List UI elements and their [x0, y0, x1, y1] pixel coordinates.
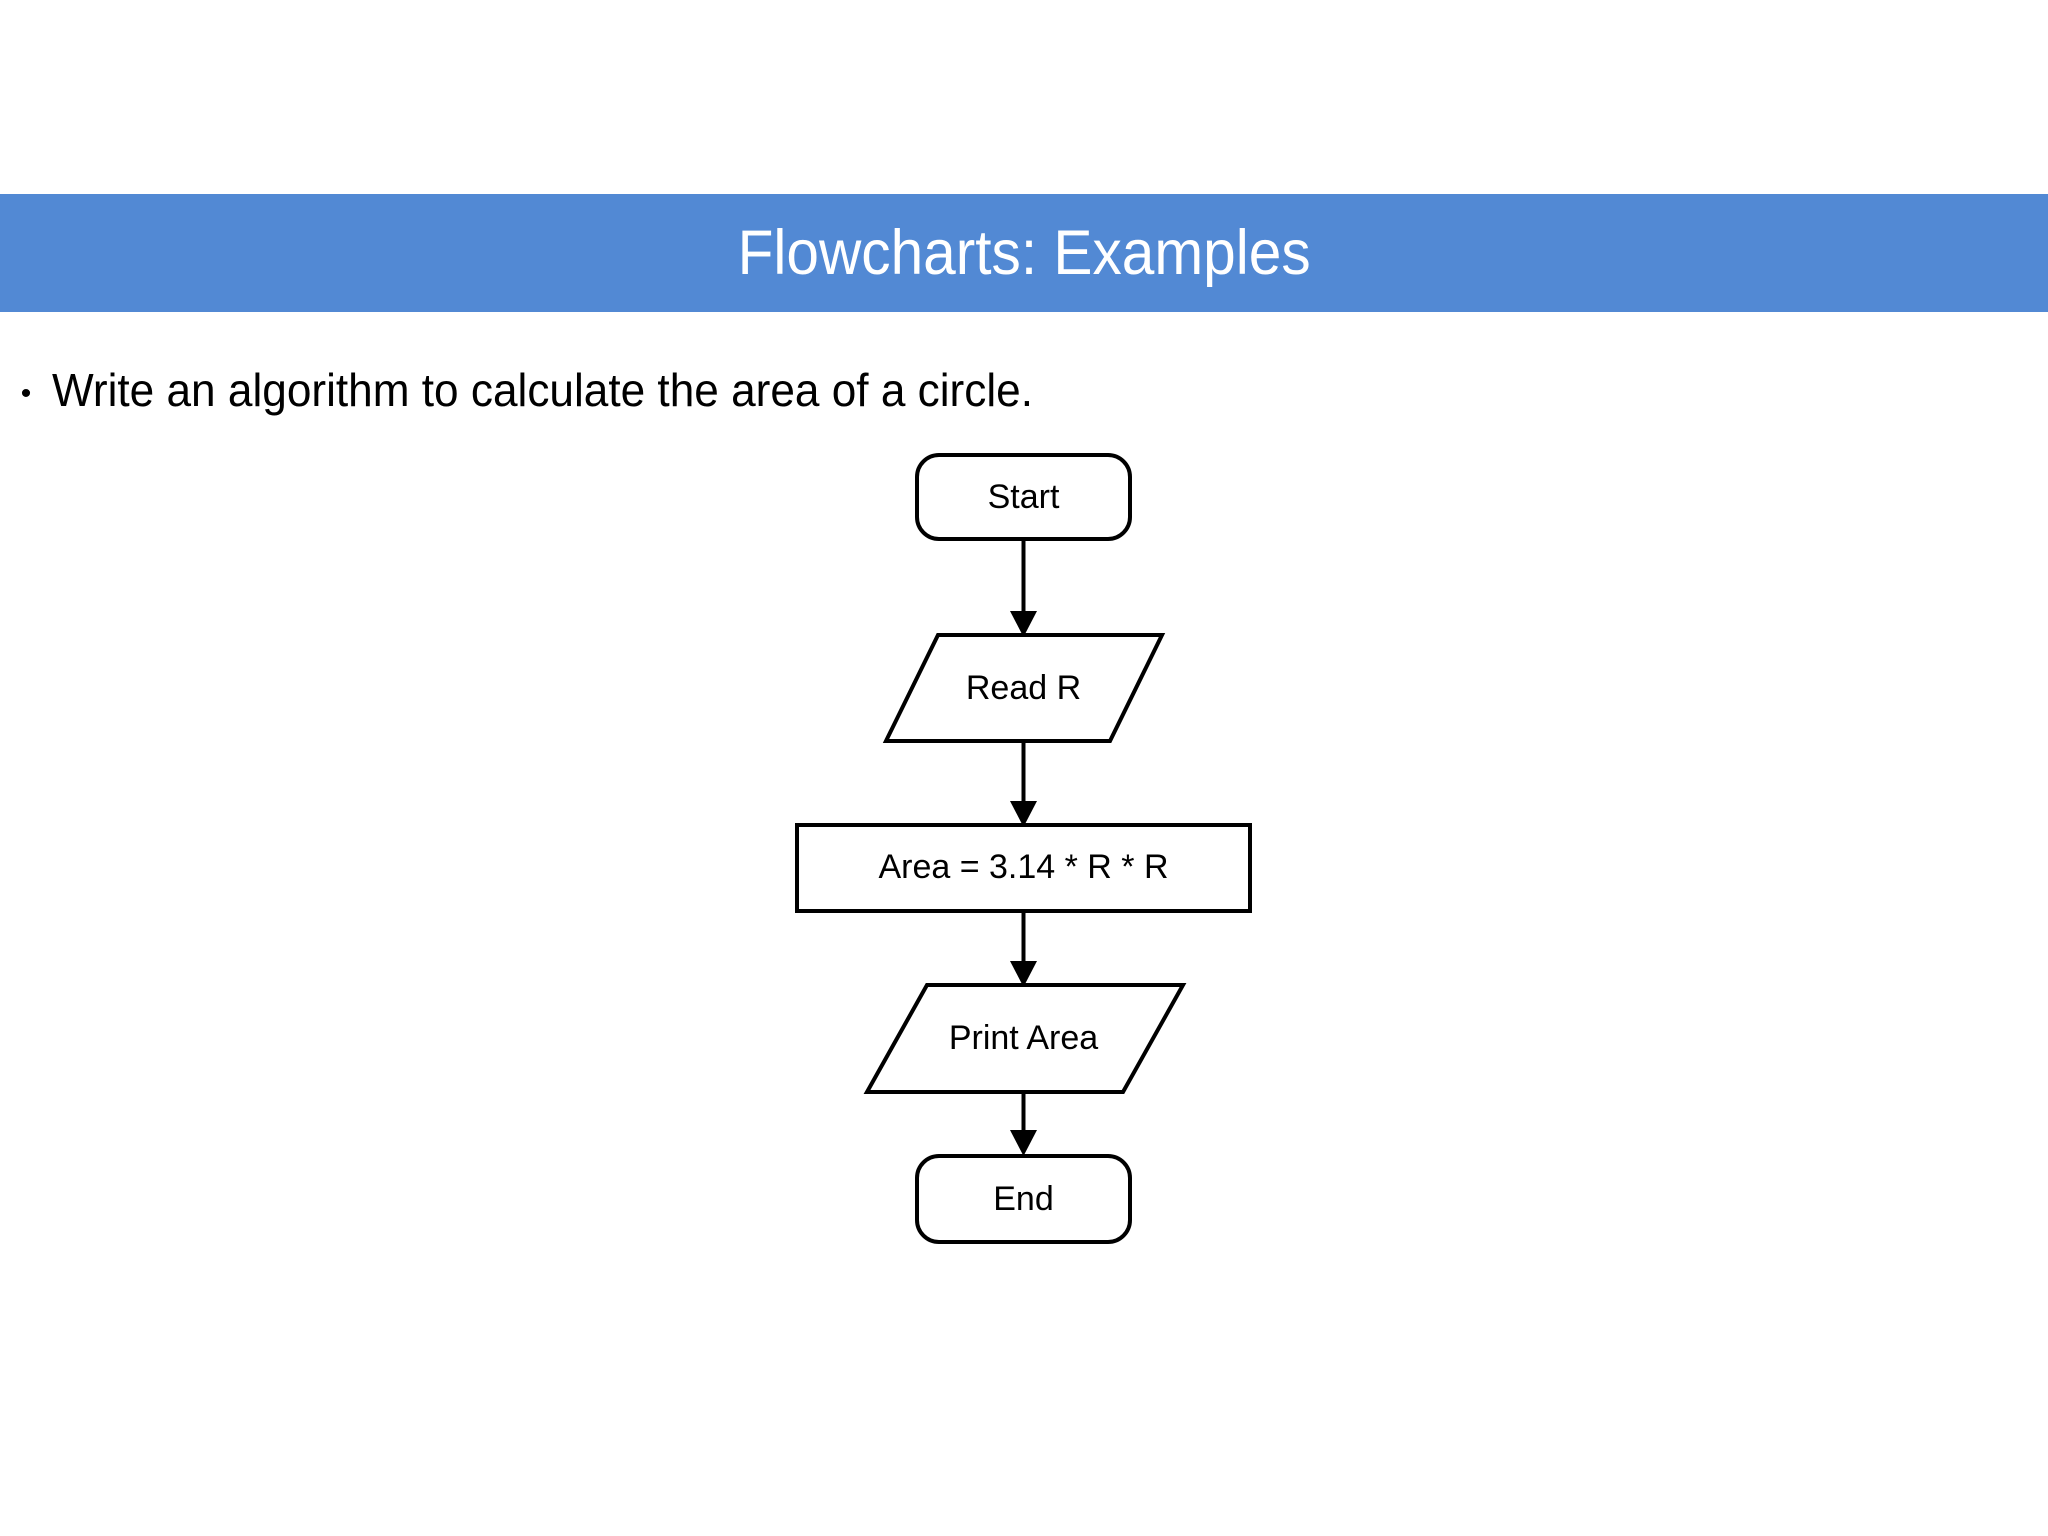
- bullet-item-label: Write an algorithm to calculate the area…: [52, 364, 1033, 416]
- flow-node-calc-label: Area = 3.14 * R * R: [878, 848, 1168, 886]
- flow-node-print: Print Area: [863, 983, 1187, 1094]
- flow-node-print-shape: [863, 983, 1187, 1094]
- flow-node-start: Start: [915, 453, 1132, 541]
- flow-node-read-label: Read R: [966, 669, 1081, 707]
- flow-edge-start-to-read: [1010, 539, 1037, 637]
- flow-node-calc-shape: [795, 823, 1252, 913]
- flow-node-end-label: End: [993, 1180, 1054, 1218]
- flow-node-end-shape: [915, 1154, 1132, 1244]
- flow-node-start-label: Start: [988, 478, 1060, 516]
- bullet-list-item: • Write an algorithm to calculate the ar…: [0, 355, 1600, 425]
- page-title: Flowcharts: Examples: [737, 217, 1311, 288]
- flow-edge-print-to-end: [1010, 1092, 1037, 1156]
- flow-node-calc: Area = 3.14 * R * R: [795, 823, 1252, 913]
- flow-node-read: Read R: [882, 633, 1166, 743]
- flow-edge-read-to-calc: [1010, 741, 1037, 827]
- title-banner: Flowcharts: Examples: [0, 194, 2048, 312]
- flow-node-print-label: Print Area: [949, 1019, 1098, 1057]
- flow-node-end: End: [915, 1154, 1132, 1244]
- flow-edge-calc-to-print: [1010, 911, 1037, 987]
- flow-node-read-shape: [882, 633, 1166, 743]
- bullet-marker-icon: •: [20, 377, 32, 410]
- flow-node-start-shape: [915, 453, 1132, 541]
